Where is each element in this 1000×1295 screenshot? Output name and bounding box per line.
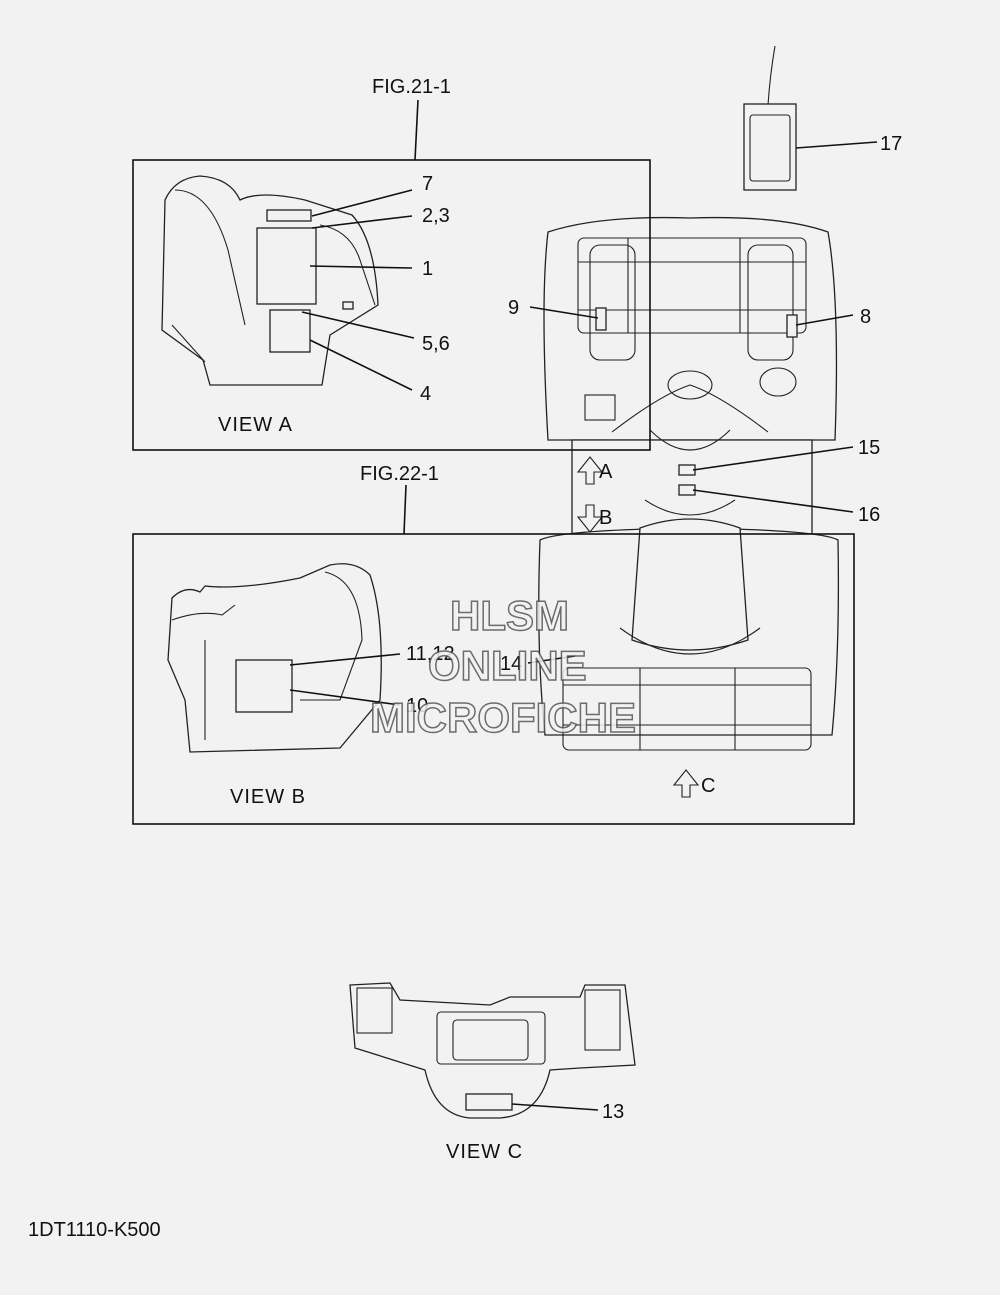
callout-15: 15 xyxy=(858,437,880,459)
document-code: 1DT1110-K500 xyxy=(28,1219,161,1241)
view-b-part xyxy=(167,563,382,753)
view-c-label: VIEW C xyxy=(446,1141,523,1163)
watermark: HLSM ONLINE MICROFICHE xyxy=(369,591,637,742)
view-c-part xyxy=(349,982,636,1119)
arrow-down-b-icon xyxy=(576,504,604,533)
callout-17: 17 xyxy=(880,133,902,155)
callout-10: 10 xyxy=(406,695,428,717)
fig-a-label: FIG.21-1 xyxy=(372,76,451,98)
callout-9: 9 xyxy=(508,297,519,319)
arrow-b-label: B xyxy=(599,507,612,529)
leader-lines xyxy=(289,99,878,1111)
view-b-label: VIEW B xyxy=(230,786,306,808)
view-a-part xyxy=(161,175,379,386)
hang-tag xyxy=(743,45,797,191)
callout-5-6: 5,6 xyxy=(422,333,450,355)
view-a-frame xyxy=(132,159,651,451)
callout-4: 4 xyxy=(420,383,431,405)
watermark-line-1: HLSM xyxy=(450,592,569,639)
arrow-up-c-icon xyxy=(672,769,700,798)
arrow-c-label: C xyxy=(701,775,715,797)
watermark-line-2: ONLINE xyxy=(428,642,587,689)
atv-top-view xyxy=(538,216,840,798)
callout-1: 1 xyxy=(422,258,433,280)
callout-2-3: 2,3 xyxy=(422,205,450,227)
callout-11-12: 11,12 xyxy=(406,643,455,665)
view-b-frame xyxy=(132,533,855,825)
arrow-a-label: A xyxy=(599,461,613,483)
callout-7: 7 xyxy=(422,173,433,195)
arrow-up-a-icon xyxy=(576,456,604,485)
callout-14: 14 xyxy=(500,653,522,675)
fig-b-label: FIG.22-1 xyxy=(360,463,439,485)
view-a-label: VIEW A xyxy=(218,414,293,436)
callout-13: 13 xyxy=(602,1101,624,1123)
watermark-line-3: MICROFICHE xyxy=(370,694,636,741)
callout-8: 8 xyxy=(860,306,871,328)
callout-16: 16 xyxy=(858,504,880,526)
